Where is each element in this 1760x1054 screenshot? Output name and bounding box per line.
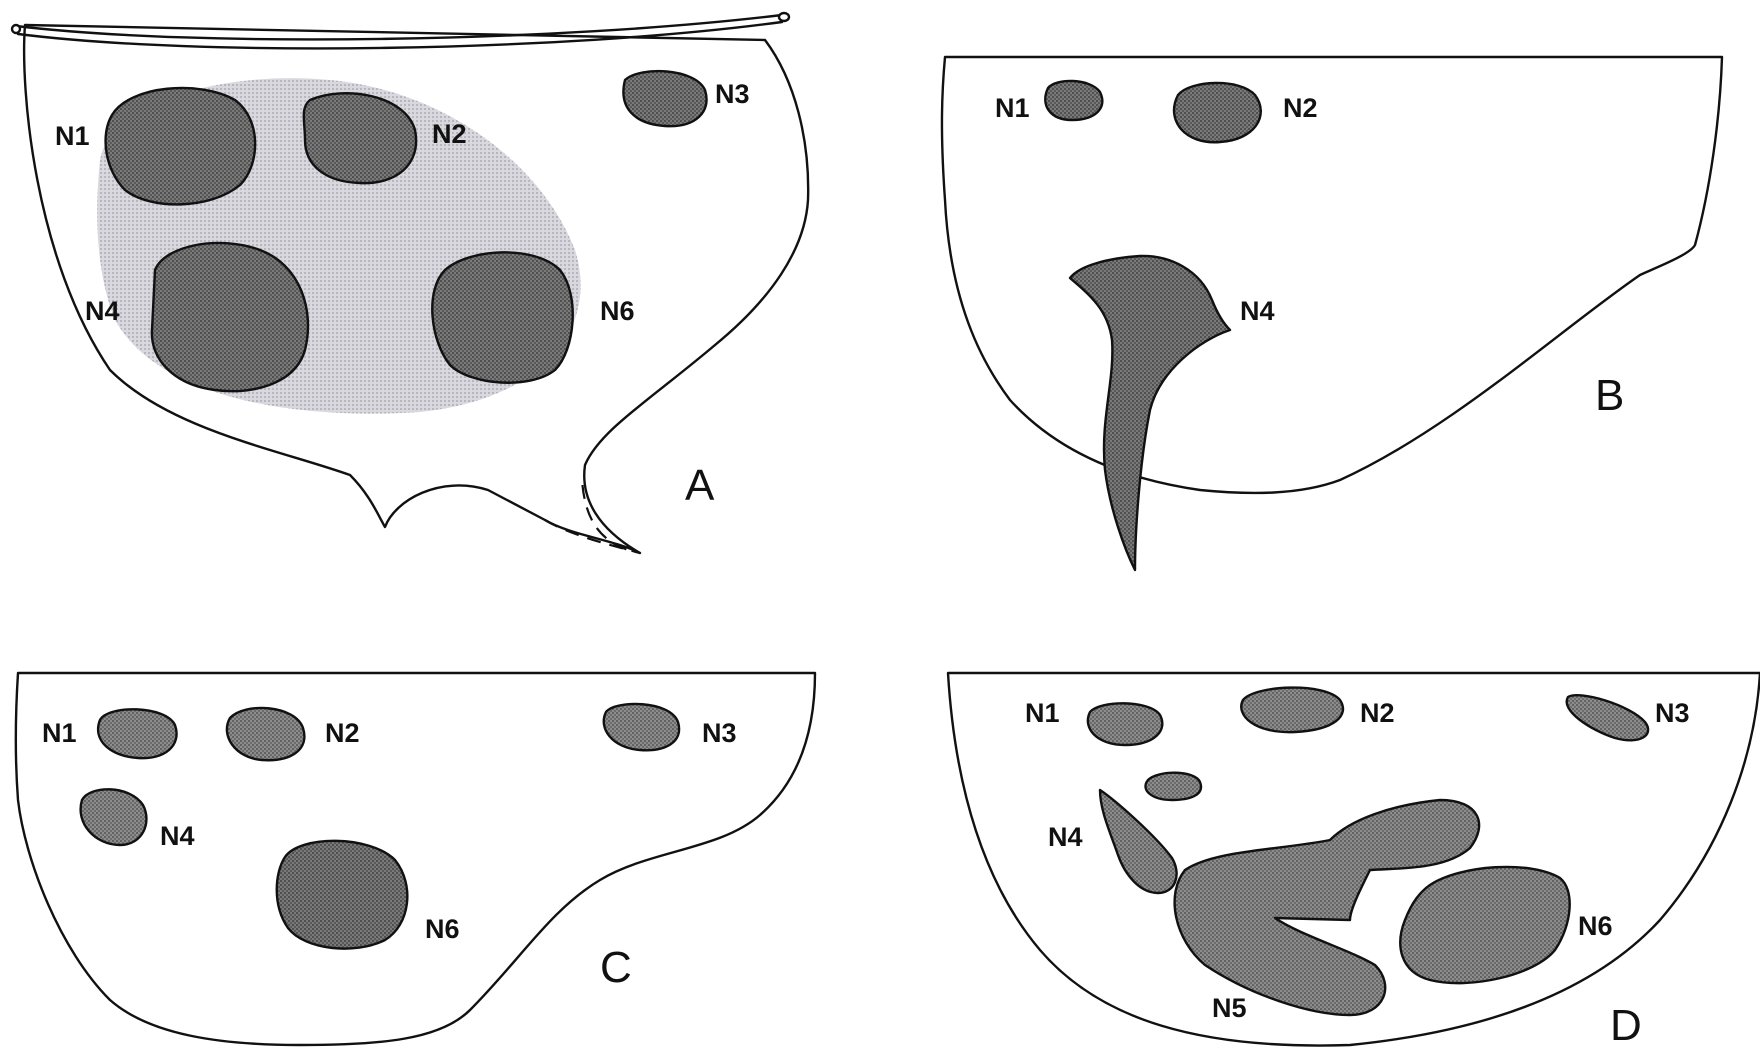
panel-b-letter: B [1595, 371, 1624, 420]
panel-b-label-n4: N4 [1240, 296, 1275, 326]
panel-d-label-n6: N6 [1578, 911, 1613, 941]
panel-a-nucleus-n4 [152, 243, 308, 391]
panel-c-label-n3: N3 [702, 718, 737, 748]
panel-d-nucleus-small [1145, 773, 1200, 800]
panel-b: N1 N2 N4 B [942, 57, 1722, 570]
panel-a-nucleus-n1 [106, 88, 256, 204]
panel-d: N1 N2 N3 N4 N5 N6 D [948, 673, 1760, 1050]
panel-c-nucleus-n6 [277, 841, 408, 949]
panel-c-label-n4: N4 [160, 821, 195, 851]
panel-a-label-n3: N3 [715, 79, 750, 109]
panel-a-nucleus-n6 [432, 252, 572, 382]
panel-a: N1 N2 N3 N4 N6 A [12, 13, 808, 553]
panel-b-nucleus-n1 [1045, 81, 1102, 120]
panel-d-label-n5: N5 [1212, 993, 1247, 1023]
panel-c: N1 N2 N3 N4 N6 C [16, 673, 815, 1045]
panel-b-section-outline [942, 57, 1722, 493]
panel-a-letter: A [685, 461, 715, 510]
panel-d-nucleus-n2 [1241, 688, 1343, 733]
panel-d-label-n4: N4 [1048, 822, 1083, 852]
panel-c-letter: C [600, 943, 632, 992]
panel-b-label-n2: N2 [1283, 93, 1318, 123]
panel-a-label-n4: N4 [85, 296, 120, 326]
panel-d-label-n1: N1 [1025, 698, 1060, 728]
panel-d-letter: D [1610, 1001, 1642, 1050]
panel-a-nucleus-n3 [623, 71, 706, 126]
panel-a-label-n1: N1 [55, 121, 90, 151]
panel-d-nucleus-n1 [1088, 703, 1162, 745]
panel-a-label-n6: N6 [600, 296, 635, 326]
panel-d-label-n2: N2 [1360, 698, 1395, 728]
panel-c-label-n1: N1 [42, 718, 77, 748]
panel-d-label-n3: N3 [1655, 698, 1690, 728]
panel-c-nucleus-n2 [227, 708, 305, 760]
panel-c-label-n2: N2 [325, 718, 360, 748]
panel-c-label-n6: N6 [425, 914, 460, 944]
panel-b-label-n1: N1 [995, 93, 1030, 123]
panel-a-label-n2: N2 [432, 119, 467, 149]
panel-b-nucleus-n2 [1174, 83, 1261, 142]
